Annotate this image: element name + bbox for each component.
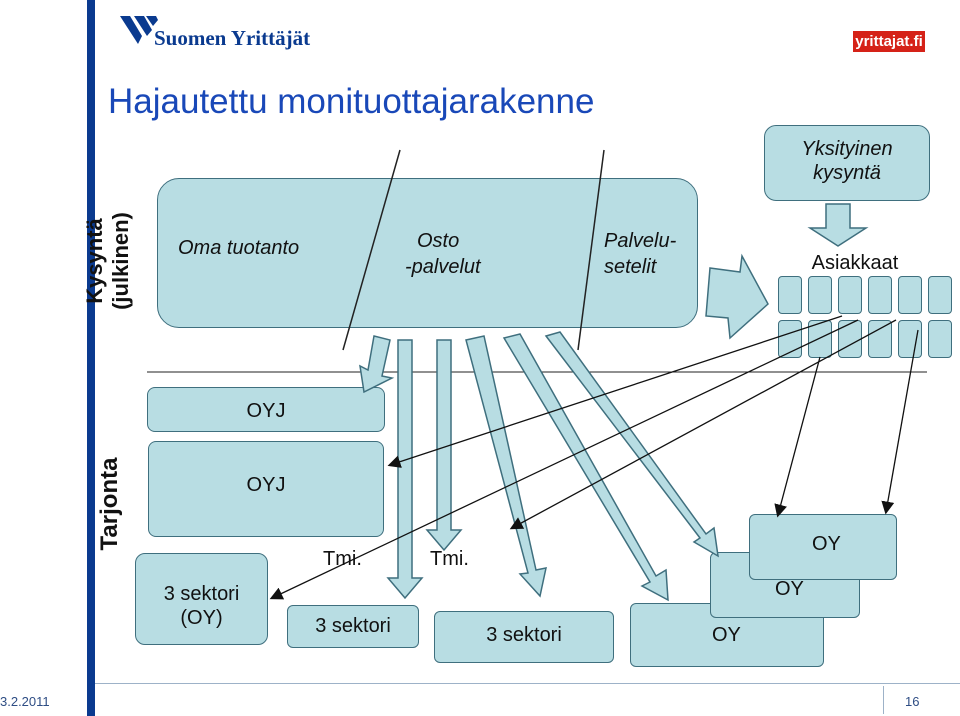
purchase-line2: -palvelut [405,256,481,278]
voucher-to-customers-arrow [705,253,769,340]
provider-tmi-2-label: Tmi. [430,548,469,570]
provider-oyj-2 [148,441,384,537]
footer-date: 3.2.2011 [0,694,50,709]
down-arrow-5 [502,333,669,602]
customer-to-tmi-arrow [509,319,897,530]
divider-line [342,149,401,351]
customers-label: Asiakkaat [811,252,899,274]
purchase-line1: Osto [417,230,460,252]
customer-to-oy-arrow-2 [881,329,919,515]
sector3-oy-line1: 3 sektori [163,583,240,605]
divider-line [577,149,605,351]
private-demand-label: Yksityinen kysyntä [764,137,930,185]
provider-oy-3-label: OY [812,533,841,555]
private-demand-arrow [807,203,869,247]
customer-block [898,276,922,314]
sector3-oy-line2: (OY) [180,607,223,629]
provider-oy-1-label: OY [712,624,741,646]
provider-sector3-a-label: 3 sektori [315,615,391,637]
customer-to-oy-arrow-1 [774,356,821,518]
customer-block [838,276,862,314]
site-logo-text: yrittajat.fi [855,33,923,50]
private-demand-line1: Yksityinen [801,138,893,160]
customer-block [898,320,922,358]
customer-block [868,276,892,314]
down-arrow-6 [544,331,719,558]
provider-sector3-oy [135,553,268,645]
demand-box [157,178,698,328]
customer-block [778,276,802,314]
own-production-label: Oma tuotanto [178,237,300,259]
page-number: 16 [905,694,920,709]
provider-oyj-1-label: OYJ [246,400,286,422]
customer-block [928,320,952,358]
private-demand-box [764,125,930,201]
footer-page-divider [883,686,884,714]
yrittajat-fi-logo: yrittajat.fi [853,31,925,52]
provider-sector3-oy-label: 3 sektori (OY) [135,582,268,630]
purchase-services-label: Osto -palvelut [405,228,515,280]
customer-block [808,276,832,314]
provider-sector3-a [287,605,419,648]
brand-logo-text: Suomen Yrittäjät [154,26,311,50]
provider-sector3-b [434,611,614,663]
provider-tmi-1-label: Tmi. [323,548,362,570]
service-voucher-label: Palvelu- setelit [604,228,676,280]
footer-divider [95,683,960,684]
customer-to-sector3-oy-arrow [269,319,859,600]
page-title: Hajautettu monituottajarakenne [108,82,595,121]
down-arrow-3 [425,339,463,552]
customer-to-oyj-arrow [387,315,843,468]
down-arrow-2 [386,339,424,600]
suomen-yrittajat-logo: Suomen Yrittäjät [118,14,311,54]
voucher-line1: Palvelu- [604,230,677,252]
provider-oy-2-label: OY [775,578,804,600]
down-arrow-4 [465,335,547,598]
customer-block [928,276,952,314]
provider-oy-3 [749,514,897,580]
provider-oyj-2-label: OYJ [246,474,286,496]
provider-sector3-b-label: 3 sektori [486,624,562,646]
left-accent-bar [87,0,95,716]
down-arrow-1 [359,335,395,394]
voucher-line2: setelit [604,256,657,278]
provider-oyj-1 [147,387,385,432]
customer-block [868,320,892,358]
private-demand-line2: kysyntä [813,162,881,184]
